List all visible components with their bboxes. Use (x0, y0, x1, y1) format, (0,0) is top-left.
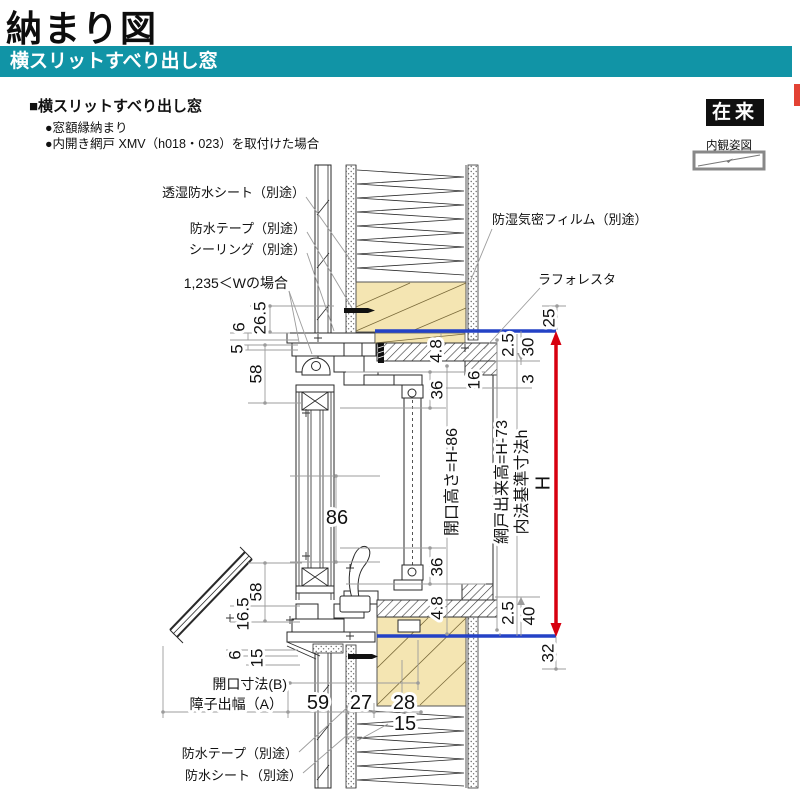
note-bullet-1: ●窓額縁納まり (45, 121, 128, 135)
callout-tape-top: 防水テープ（別途） (190, 221, 306, 236)
window-frame-head (286, 332, 498, 386)
screw-top (344, 308, 368, 313)
sheathing-top (345, 164, 357, 344)
formula-opening-height: 開口高さ=H-86 (443, 428, 461, 536)
interior-board-top (467, 164, 479, 341)
insect-screen (401, 384, 424, 581)
elevation-caption: 内観姿図 (706, 140, 752, 152)
siding-bottom (314, 647, 332, 789)
glass-sash (295, 384, 335, 600)
dim-15-bottom: 15 (394, 713, 416, 735)
dim-2-5-bottom: 2.5 (498, 601, 517, 625)
formula-inner-standard: 内法基準寸法h (513, 430, 531, 535)
page-edge-tab (794, 84, 800, 106)
label-H: H (532, 476, 554, 490)
callout-tape-bottom: 防水テープ（別途） (182, 746, 298, 761)
dim-4-8-top: 4.8 (426, 339, 445, 363)
dim-16-5: 16.5 (233, 597, 252, 630)
dim-25: 25 (539, 309, 558, 328)
dim-86: 86 (326, 507, 348, 529)
formula-screen-height: 網戸出来高=H-73 (493, 420, 511, 544)
dim-28: 28 (393, 692, 415, 714)
wall-top-section (314, 164, 479, 344)
dim-27: 27 (350, 692, 372, 714)
axis-opening-b: 開口寸法(B) (212, 676, 287, 692)
dim-3: 3 (518, 374, 537, 383)
page-title: 納まり図 (6, 8, 159, 49)
inner-reference-lines (375, 329, 556, 638)
dim-6-top: 6 (229, 322, 248, 331)
section-heading: ■横スリットすべり出し窓 (29, 98, 203, 115)
callout-vapor-film: 防湿気密フィルム（別途） (492, 212, 647, 227)
construction-method-badge: 在来 (706, 99, 764, 126)
callout-moisture-sheet: 透湿防水シート（別途） (162, 185, 305, 200)
callout-sheet-bottom: 防水シート（別途） (185, 768, 302, 783)
dim-40: 40 (519, 607, 538, 626)
dim-30: 30 (518, 338, 537, 357)
window-frame-sill (286, 579, 498, 660)
dim-4-8-bottom: 4.8 (427, 596, 446, 620)
callout-sealing: シーリング（別途） (189, 242, 306, 257)
callout-laforesta: ラフォレスタ (538, 272, 616, 287)
dim-36-bottom: 36 (427, 558, 446, 577)
callout-width-case: 1,235＜Wの場合 (184, 275, 288, 291)
leader-lines (288, 196, 541, 774)
dim-36-top: 36 (427, 381, 446, 400)
axis-sash-a: 障子出幅（A） (190, 696, 283, 712)
dim-58-bottom: 58 (246, 583, 265, 602)
dim-16: 16 (464, 371, 483, 390)
dim-6-bottom: 6 (225, 650, 244, 659)
fastener-marks (226, 334, 469, 640)
screw-bottom (348, 654, 372, 659)
dimension-lines (161, 304, 566, 744)
dim-2-5-top: 2.5 (498, 333, 517, 357)
dim-26-5: 26.5 (250, 301, 269, 334)
insulation-bottom (356, 709, 465, 787)
category-band: 横スリットすべり出し窓 (0, 46, 792, 77)
elevation-icon (692, 150, 766, 171)
note-bullet-2: ●内開き網戸 XMV（h018・023）を取付けた場合 (45, 137, 320, 151)
dim-15-left: 15 (247, 649, 266, 668)
casing-screw-top (378, 343, 384, 363)
insulation-top (356, 169, 465, 276)
category-band-label: 横スリットすべり出し窓 (10, 51, 218, 72)
dim-58-top: 58 (246, 365, 265, 384)
operator-handle (339, 545, 371, 613)
sheathing-bottom (345, 644, 357, 789)
open-sash-projection (169, 546, 253, 644)
dim-32: 32 (538, 644, 557, 663)
dim-5: 5 (227, 344, 246, 353)
interior-board-bottom (467, 616, 479, 789)
dim-59: 59 (307, 692, 329, 714)
height-dimension-arrow (550, 331, 562, 637)
